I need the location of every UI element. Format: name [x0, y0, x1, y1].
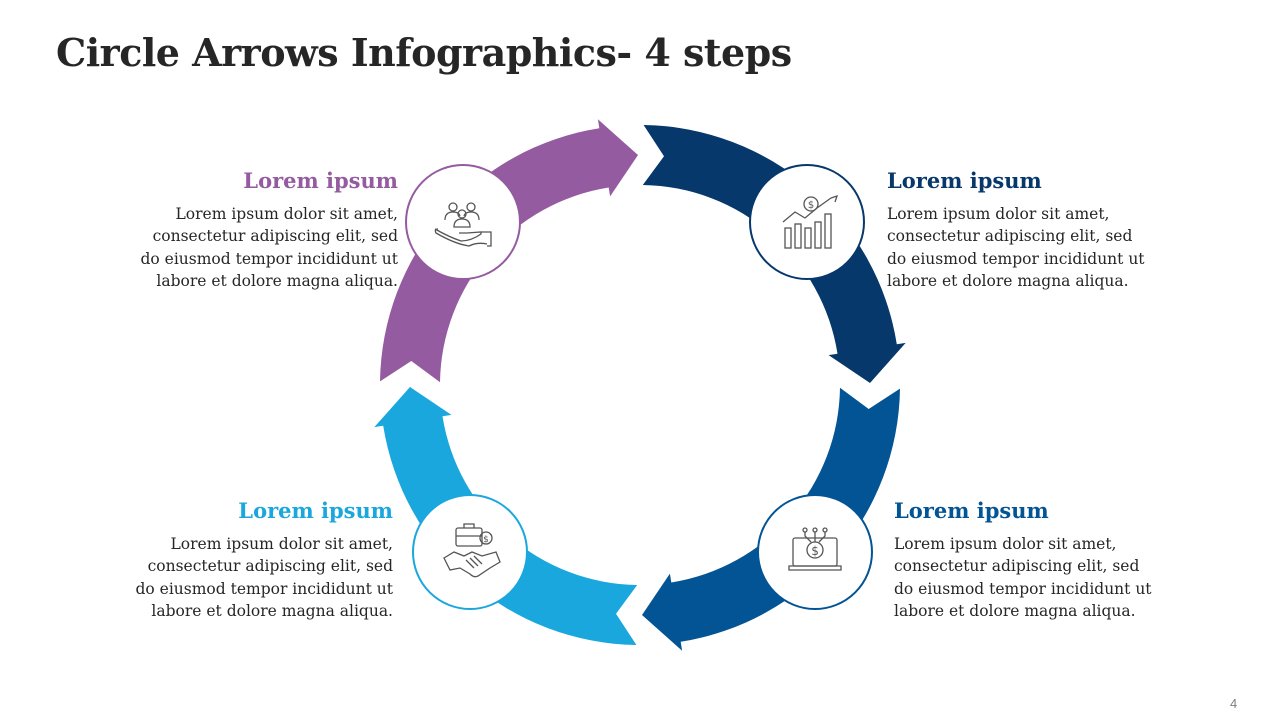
laptop-dollar-icon: $ [788, 527, 842, 571]
step-2-arrow [642, 125, 906, 383]
step-2-heading: Lorem ipsum [887, 168, 1042, 193]
step-3-heading: Lorem ipsum [894, 498, 1049, 523]
step-2-body: Lorem ipsum dolor sit amet,consectetur a… [887, 205, 1145, 290]
step-2-text: Lorem ipsum Lorem ipsum dolor sit amet,c… [887, 168, 1187, 292]
slide-title: Circle Arrows Infographics- 4 steps [56, 30, 792, 75]
step-4-icon-circle: $ [412, 494, 528, 610]
handshake-briefcase-icon: $ [443, 523, 501, 578]
svg-text:$: $ [483, 535, 489, 545]
growth-chart-dollar-icon: $ [782, 194, 839, 249]
step-4-arrow [374, 387, 638, 645]
svg-text:$: $ [808, 200, 814, 211]
step-3-body: Lorem ipsum dolor sit amet,consectetur a… [894, 535, 1152, 620]
step-3-icon-circle: $ [757, 494, 873, 610]
step-1-body: Lorem ipsum dolor sit amet,consectetur a… [140, 205, 398, 290]
step-4-text: Lorem ipsum Lorem ipsum dolor sit amet,c… [93, 498, 393, 622]
step-1-text: Lorem ipsum Lorem ipsum dolor sit amet,c… [98, 168, 398, 292]
step-4-heading: Lorem ipsum [238, 498, 393, 523]
svg-text:$: $ [811, 544, 819, 558]
step-1-arrow [380, 119, 638, 383]
people-in-hand-icon [434, 202, 492, 247]
step-3-text: Lorem ipsum Lorem ipsum dolor sit amet,c… [894, 498, 1194, 622]
step-4-body: Lorem ipsum dolor sit amet,consectetur a… [135, 535, 393, 620]
step-2-icon-circle: $ [749, 164, 865, 280]
page-number: 4 [1230, 696, 1238, 711]
step-3-arrow [642, 387, 900, 651]
step-1-icon-circle [405, 164, 521, 280]
step-1-heading: Lorem ipsum [243, 168, 398, 193]
